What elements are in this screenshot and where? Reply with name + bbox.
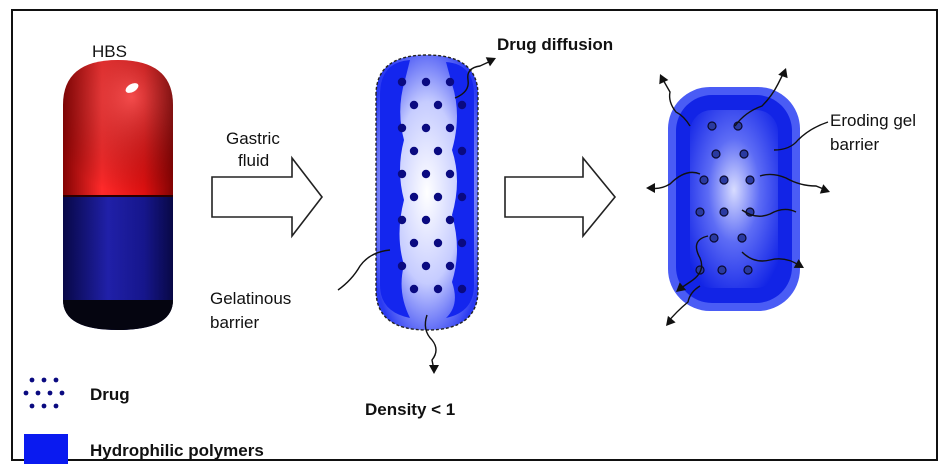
drug-dot [397,77,407,87]
legend-polymer-label: Hydrophilic polymers [90,441,264,460]
drug-dot [457,100,467,110]
drug-dot [409,284,419,294]
gastric-fluid-label-2: fluid [238,151,270,170]
drug-dot [433,238,443,248]
arrowhead-icon [793,259,804,268]
drug-dot [717,265,727,275]
drug-dot [457,284,467,294]
drug-dots-icon [23,377,65,409]
drug-dot [739,149,749,159]
transition-arrow [504,155,617,239]
eroding-capsule [668,87,800,311]
drug-dot [711,149,721,159]
drug-dot [445,77,455,87]
drug-dot [35,390,41,396]
density-label: Density < 1 [365,400,456,419]
drug-dot [421,261,431,271]
drug-dot [445,169,455,179]
drug-dot [397,123,407,133]
hbs-capsule [63,60,173,330]
drug-dot [445,123,455,133]
capsule-highlight [125,83,139,93]
drug-dot [457,238,467,248]
drug-dot [719,175,729,185]
drug-dot [457,192,467,202]
drug-dot [433,284,443,294]
arrowhead-icon [646,183,655,193]
arrowhead-icon [819,184,830,194]
legend-drug-label: Drug [90,385,130,404]
drug-dot [41,377,47,383]
drug-dot [719,207,729,217]
eroding-gel-label-1: Eroding gel [830,111,917,130]
drug-dot [707,121,717,131]
arrowhead-icon [485,57,496,67]
drug-dot [397,169,407,179]
legend [23,377,68,464]
drug-diffusion-label: Drug diffusion [497,35,614,54]
floating-capsule [375,54,479,331]
drug-dot [433,192,443,202]
drug-dot [421,123,431,133]
arrowhead-icon [659,74,669,85]
drug-dot [743,265,753,275]
gelatinous-drug-dots [397,77,467,294]
drug-dot [421,215,431,225]
arrowhead-icon [778,68,788,79]
drug-dot [445,215,455,225]
drug-dot [421,77,431,87]
arrowhead-icon [676,282,687,292]
drug-dot [397,215,407,225]
drug-dot [433,146,443,156]
drug-dot [745,175,755,185]
drug-dot [695,207,705,217]
drug-dot [29,377,35,383]
drug-dot [409,238,419,248]
drug-dot [59,390,65,396]
polymer-swatch-icon [24,434,68,464]
drug-dot [409,146,419,156]
gastric-fluid-label-1: Gastric [226,129,280,148]
diagram-frame [11,9,938,461]
drug-dot [699,175,709,185]
hbs-label: HBS [92,42,127,61]
drug-dot [445,261,455,271]
pathway-arrowheads [429,57,830,374]
drug-dot [41,403,47,409]
drug-dot [409,192,419,202]
drug-dot [709,233,719,243]
drug-dot [397,261,407,271]
drug-dot [47,390,53,396]
drug-dot [53,377,59,383]
drug-dot [23,390,29,396]
arrowhead-icon [429,365,439,374]
drug-dot [409,100,419,110]
drug-dot [433,100,443,110]
drug-dot [53,403,59,409]
gastric-fluid-arrow [211,155,324,239]
drug-dot [737,233,747,243]
diffusion-pathways [337,59,829,371]
eroding-gel-label-2: barrier [830,135,880,154]
gelatinous-barrier-label-2: barrier [210,313,260,332]
arrowhead-icon [666,315,676,326]
drug-dot [457,146,467,156]
drug-dot [29,403,35,409]
gelatinous-barrier-label-1: Gelatinous [210,289,292,308]
drug-dot [421,169,431,179]
